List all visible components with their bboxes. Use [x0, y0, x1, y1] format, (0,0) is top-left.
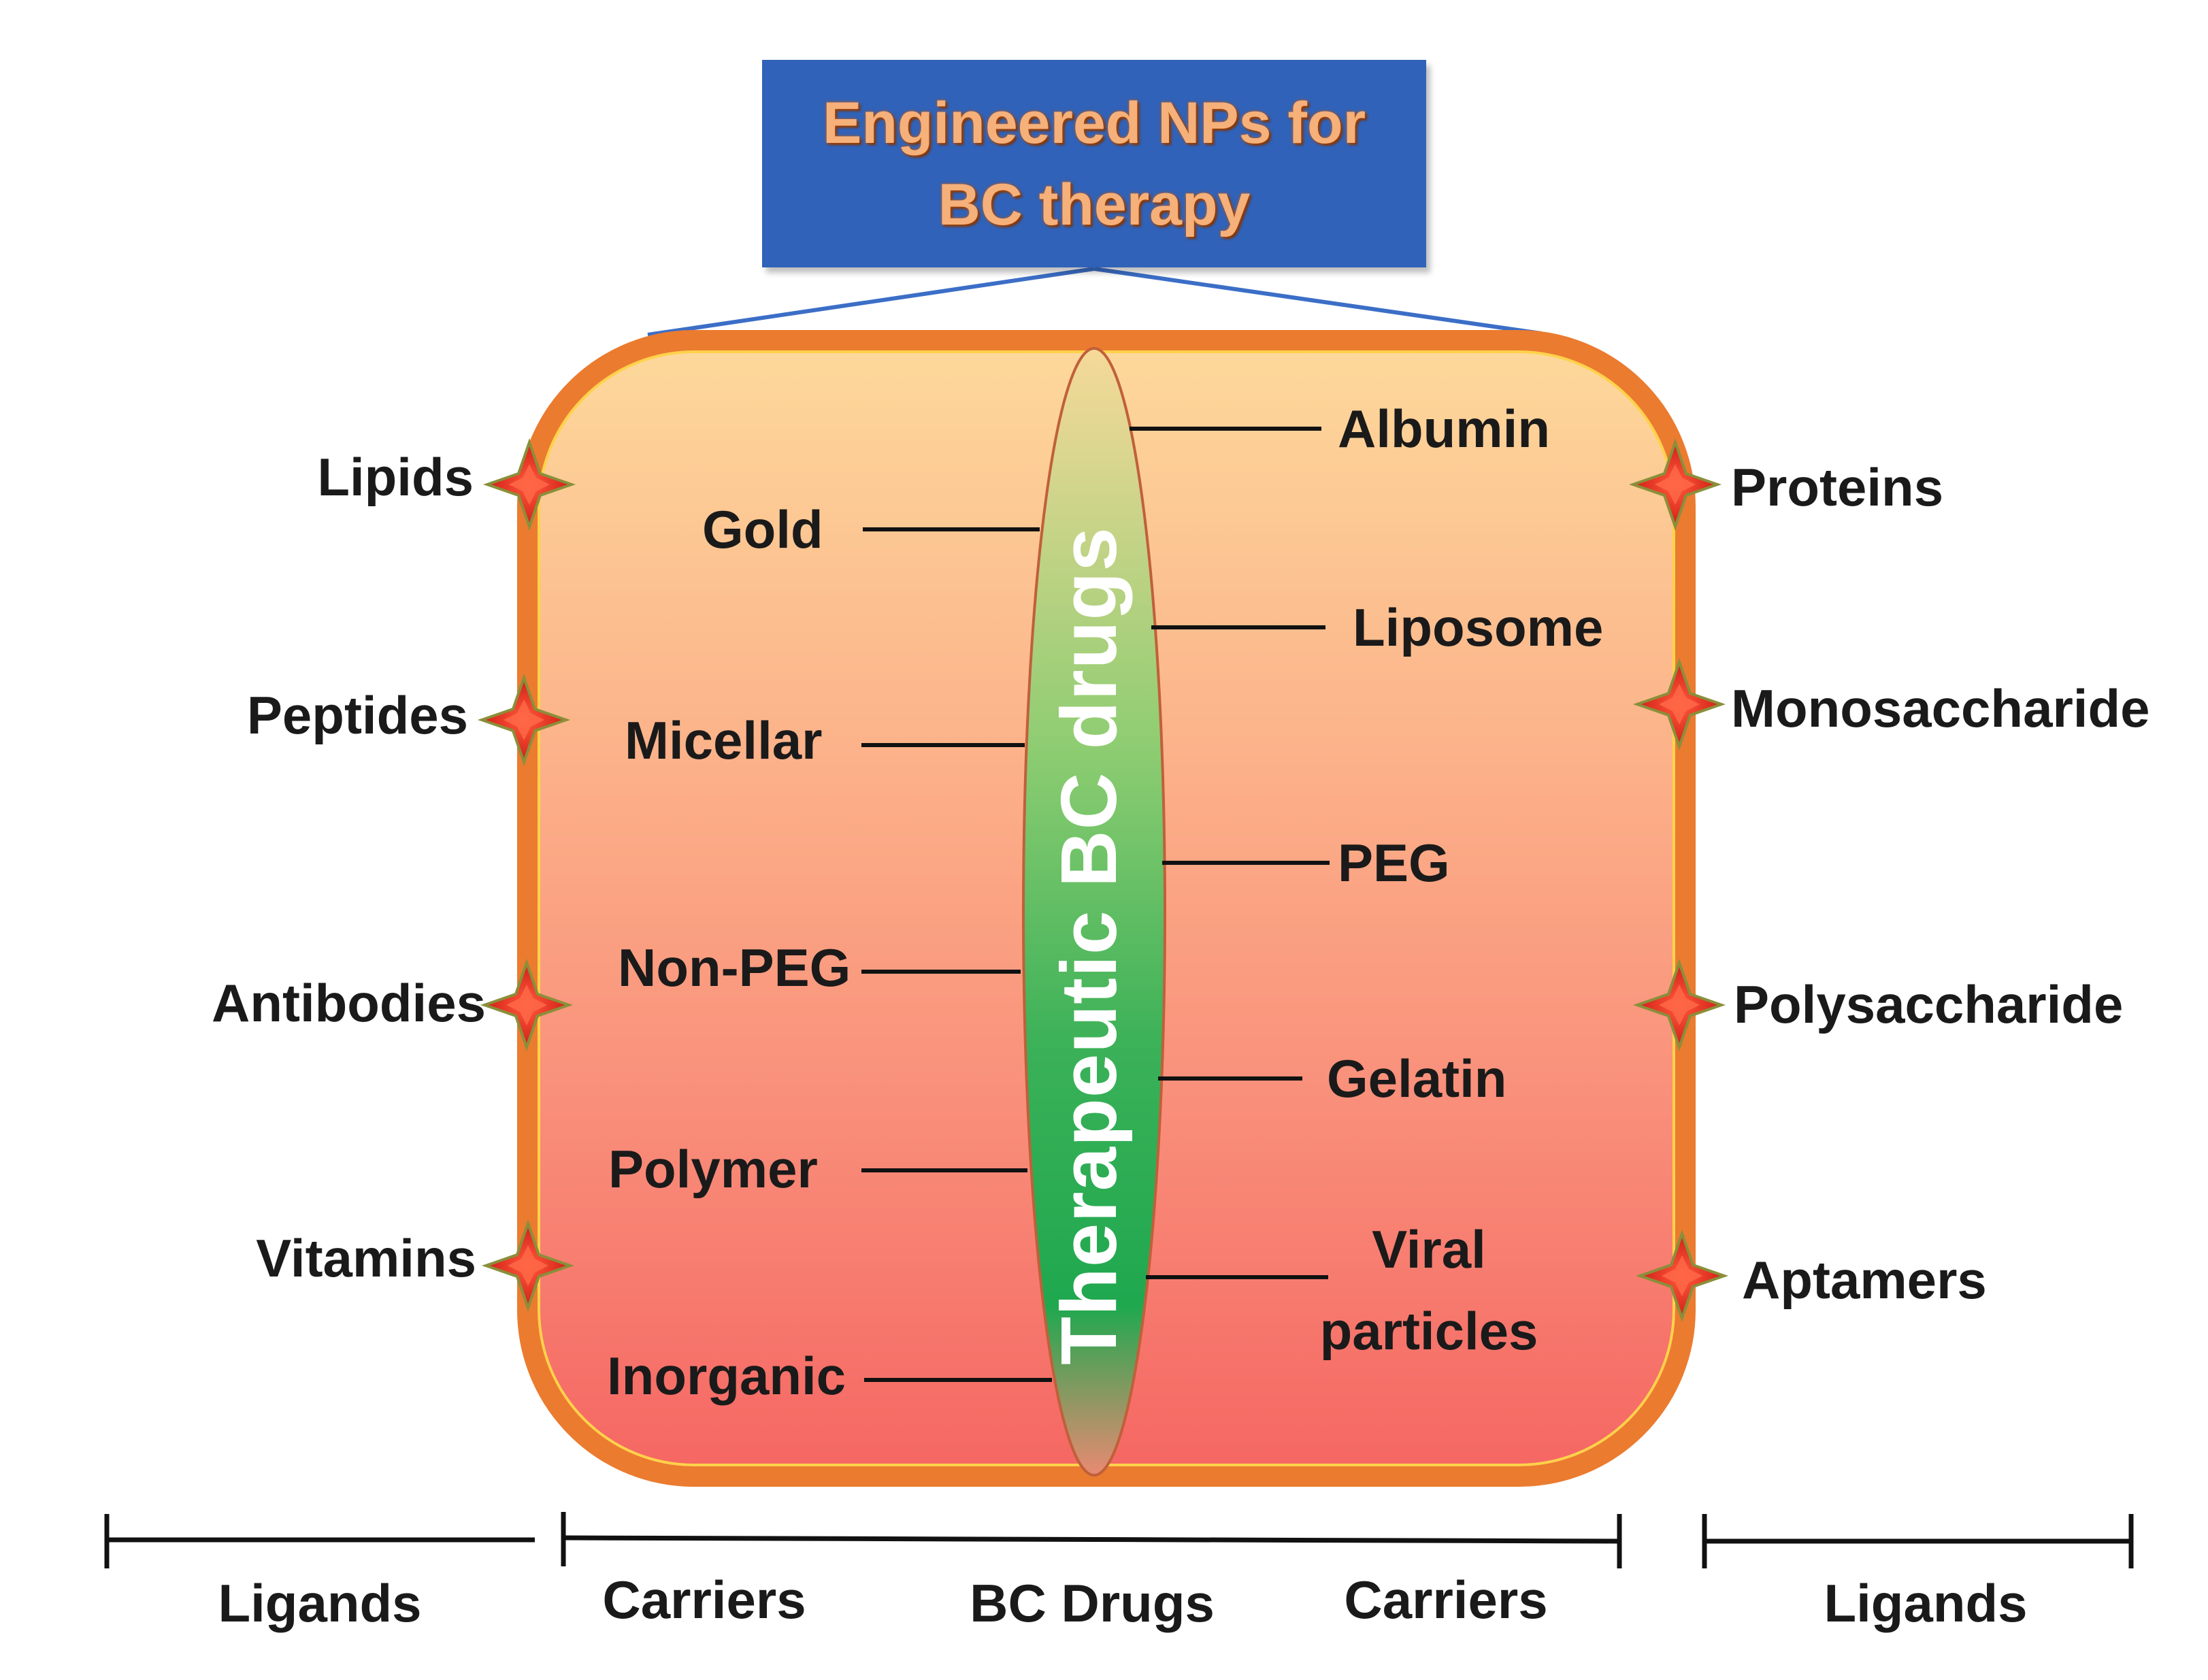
- title-connector-right-line: [1093, 267, 1542, 335]
- ligand-label-lipids: Lipids: [317, 447, 474, 507]
- ligand-marker-icon: [480, 676, 567, 763]
- ligand-marker-icon: [1638, 1232, 1726, 1319]
- title-connector-left-line: [647, 267, 1095, 337]
- carrier-label-gold: Gold: [702, 499, 823, 559]
- carrier-label-albumin: Albumin: [1338, 399, 1550, 459]
- ligand-label-peptides: Peptides: [246, 685, 468, 745]
- ligand-label-aptamers: Aptamers: [1742, 1250, 1987, 1310]
- carrier-label-viral-particles: Viral particles: [1319, 1219, 1538, 1361]
- carrier-label-non-peg: Non-PEG: [618, 938, 851, 998]
- bracket-ligands-left: [104, 1514, 535, 1568]
- bracket-carriers-drugs: [561, 1512, 1622, 1568]
- title-line-1: Engineered NPs for: [822, 90, 1366, 156]
- carrier-label-inorganic: Inorganic: [607, 1346, 846, 1406]
- ligand-label-proteins: Proteins: [1731, 457, 1944, 517]
- ligand-label-antibodies: Antibodies: [212, 973, 486, 1033]
- ligand-label-monosaccharide: Monosaccharide: [1731, 678, 2150, 738]
- ligand-marker-icon: [484, 1222, 572, 1309]
- core-label: Therapeutic BC drugs: [1044, 527, 1133, 1365]
- carrier-label-peg: PEG: [1338, 833, 1450, 893]
- ligand-label-polysaccharide: Polysaccharide: [1734, 974, 2124, 1034]
- title-box: Engineered NPs for BC therapy: [762, 60, 1426, 267]
- bottom-label-carriers-right: Carriers: [1344, 1570, 1548, 1630]
- drug-core-ellipse: [1022, 347, 1166, 1477]
- carrier-label-micellar: Micellar: [625, 710, 823, 770]
- bottom-label-carriers-left: Carriers: [602, 1570, 806, 1630]
- ligand-label-vitamins: Vitamins: [256, 1228, 476, 1288]
- ligand-marker-icon: [1636, 661, 1723, 748]
- carrier-label-gelatin: Gelatin: [1327, 1049, 1507, 1108]
- ligand-marker-icon: [486, 441, 573, 528]
- bottom-label-ligands-left: Ligands: [218, 1573, 422, 1633]
- bottom-label-ligands-right: Ligands: [1824, 1573, 2028, 1633]
- bracket-ligands-right: [1702, 1514, 2134, 1568]
- carrier-label-liposome: Liposome: [1353, 597, 1604, 657]
- ligand-marker-icon: [1636, 961, 1723, 1049]
- ligand-marker-icon: [1632, 441, 1719, 528]
- ligand-marker-icon: [483, 961, 570, 1049]
- carrier-label-polymer: Polymer: [608, 1139, 818, 1199]
- title-line-2: BC therapy: [938, 171, 1251, 237]
- bottom-label-bc-drugs: BC Drugs: [970, 1573, 1215, 1633]
